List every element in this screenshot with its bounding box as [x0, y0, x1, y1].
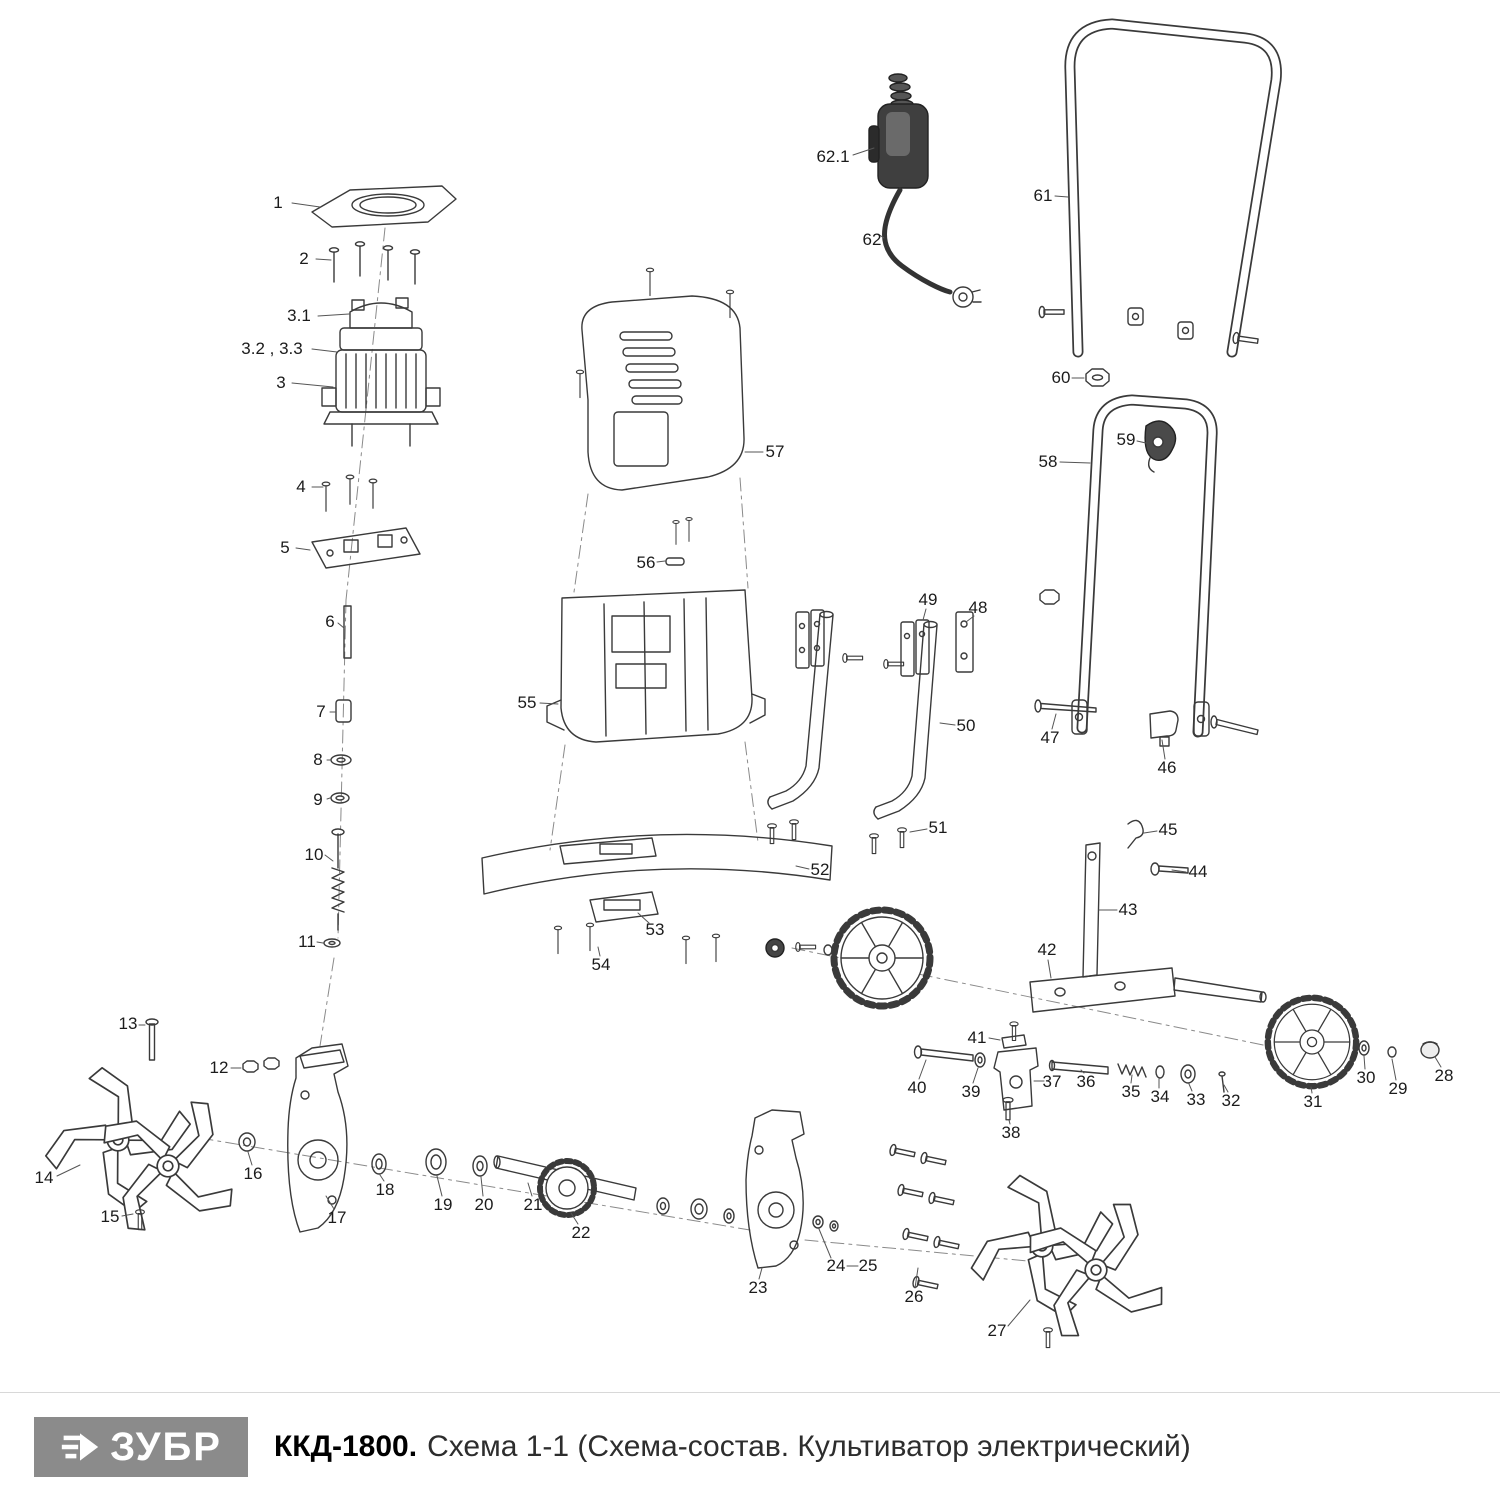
footer: ЗУБР ККД-1800. Схема 1-1 (Схема-состав. К…	[0, 1392, 1500, 1500]
part-screws-2	[328, 241, 421, 285]
part-transmission	[371, 1109, 961, 1293]
model-number: ККД-1800.	[274, 1429, 418, 1463]
part-lower-housing	[546, 589, 766, 743]
diagram-canvas	[0, 18, 1442, 1392]
part-top-cover-plate	[311, 185, 457, 228]
part-upper-housing	[575, 267, 745, 491]
part-tiller-left	[38, 1060, 251, 1249]
part-gearbox-left	[135, 1018, 349, 1233]
part-screws-4	[321, 474, 378, 512]
document-title: ККД-1800. Схема 1-1 (Схема-состав. Культи…	[274, 1430, 1191, 1464]
center-axis-lines	[199, 227, 1269, 1263]
schema-title: Схема 1-1 (Схема-состав. Культиватор эле…	[427, 1429, 1191, 1463]
part-depth-rods	[767, 609, 974, 855]
part-motor-mount-plate	[311, 527, 421, 569]
zubr-logo-icon	[61, 1432, 99, 1461]
part-shaft-stack	[323, 605, 352, 948]
leader-lines	[56, 147, 1442, 1327]
brand-logo-text: ЗУБР	[110, 1424, 222, 1469]
part-wheel-assembly	[765, 819, 1440, 1121]
part-lower-handle	[1034, 394, 1259, 747]
brand-logo: ЗУБР	[34, 1416, 248, 1477]
part-switch-assembly	[868, 73, 982, 308]
part-tiller-right-bolt	[1043, 1327, 1053, 1349]
part-screws-56	[665, 516, 693, 566]
part-tiller-right	[966, 1170, 1182, 1356]
part-upper-handle	[1038, 18, 1282, 387]
part-base-plate	[481, 833, 833, 965]
part-motor	[321, 297, 441, 447]
